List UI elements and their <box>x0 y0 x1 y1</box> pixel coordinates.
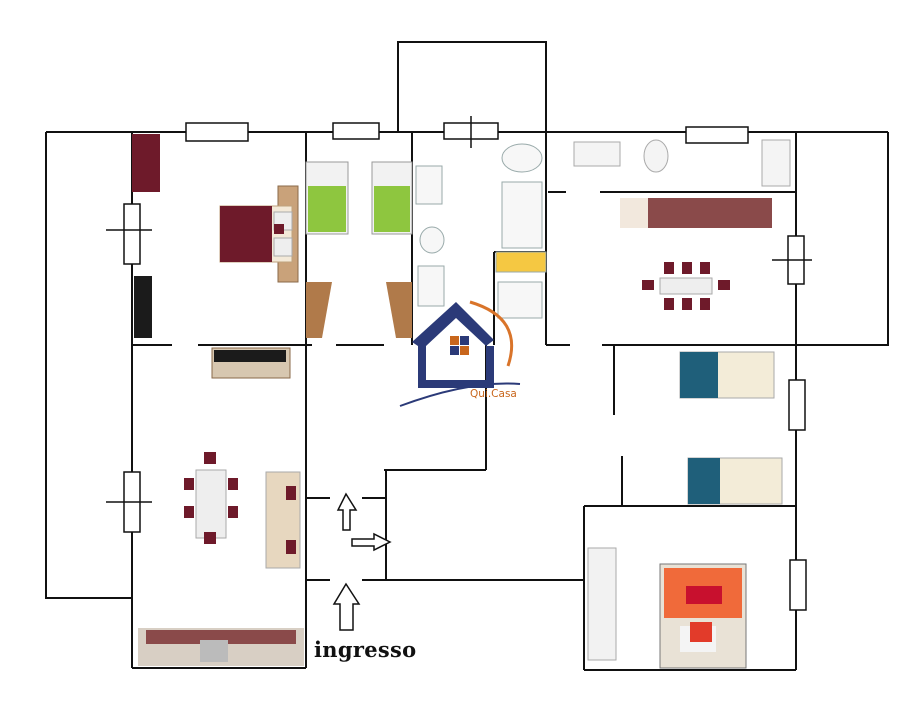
kitchen-dining <box>573 139 791 310</box>
twin-bedroom <box>305 161 413 338</box>
windows <box>106 116 812 611</box>
double-bedroom <box>587 547 747 669</box>
logo-text: Qui.Casa <box>470 388 517 400</box>
single-bedroom-2 <box>687 457 783 505</box>
living-room <box>138 347 304 666</box>
entry-arrows <box>332 492 392 631</box>
house-logo-icon <box>399 300 521 407</box>
single-bedroom-1 <box>679 351 775 399</box>
entrance-label: ingresso <box>314 637 417 662</box>
master-bedroom <box>132 134 299 338</box>
bathroom <box>415 143 547 319</box>
